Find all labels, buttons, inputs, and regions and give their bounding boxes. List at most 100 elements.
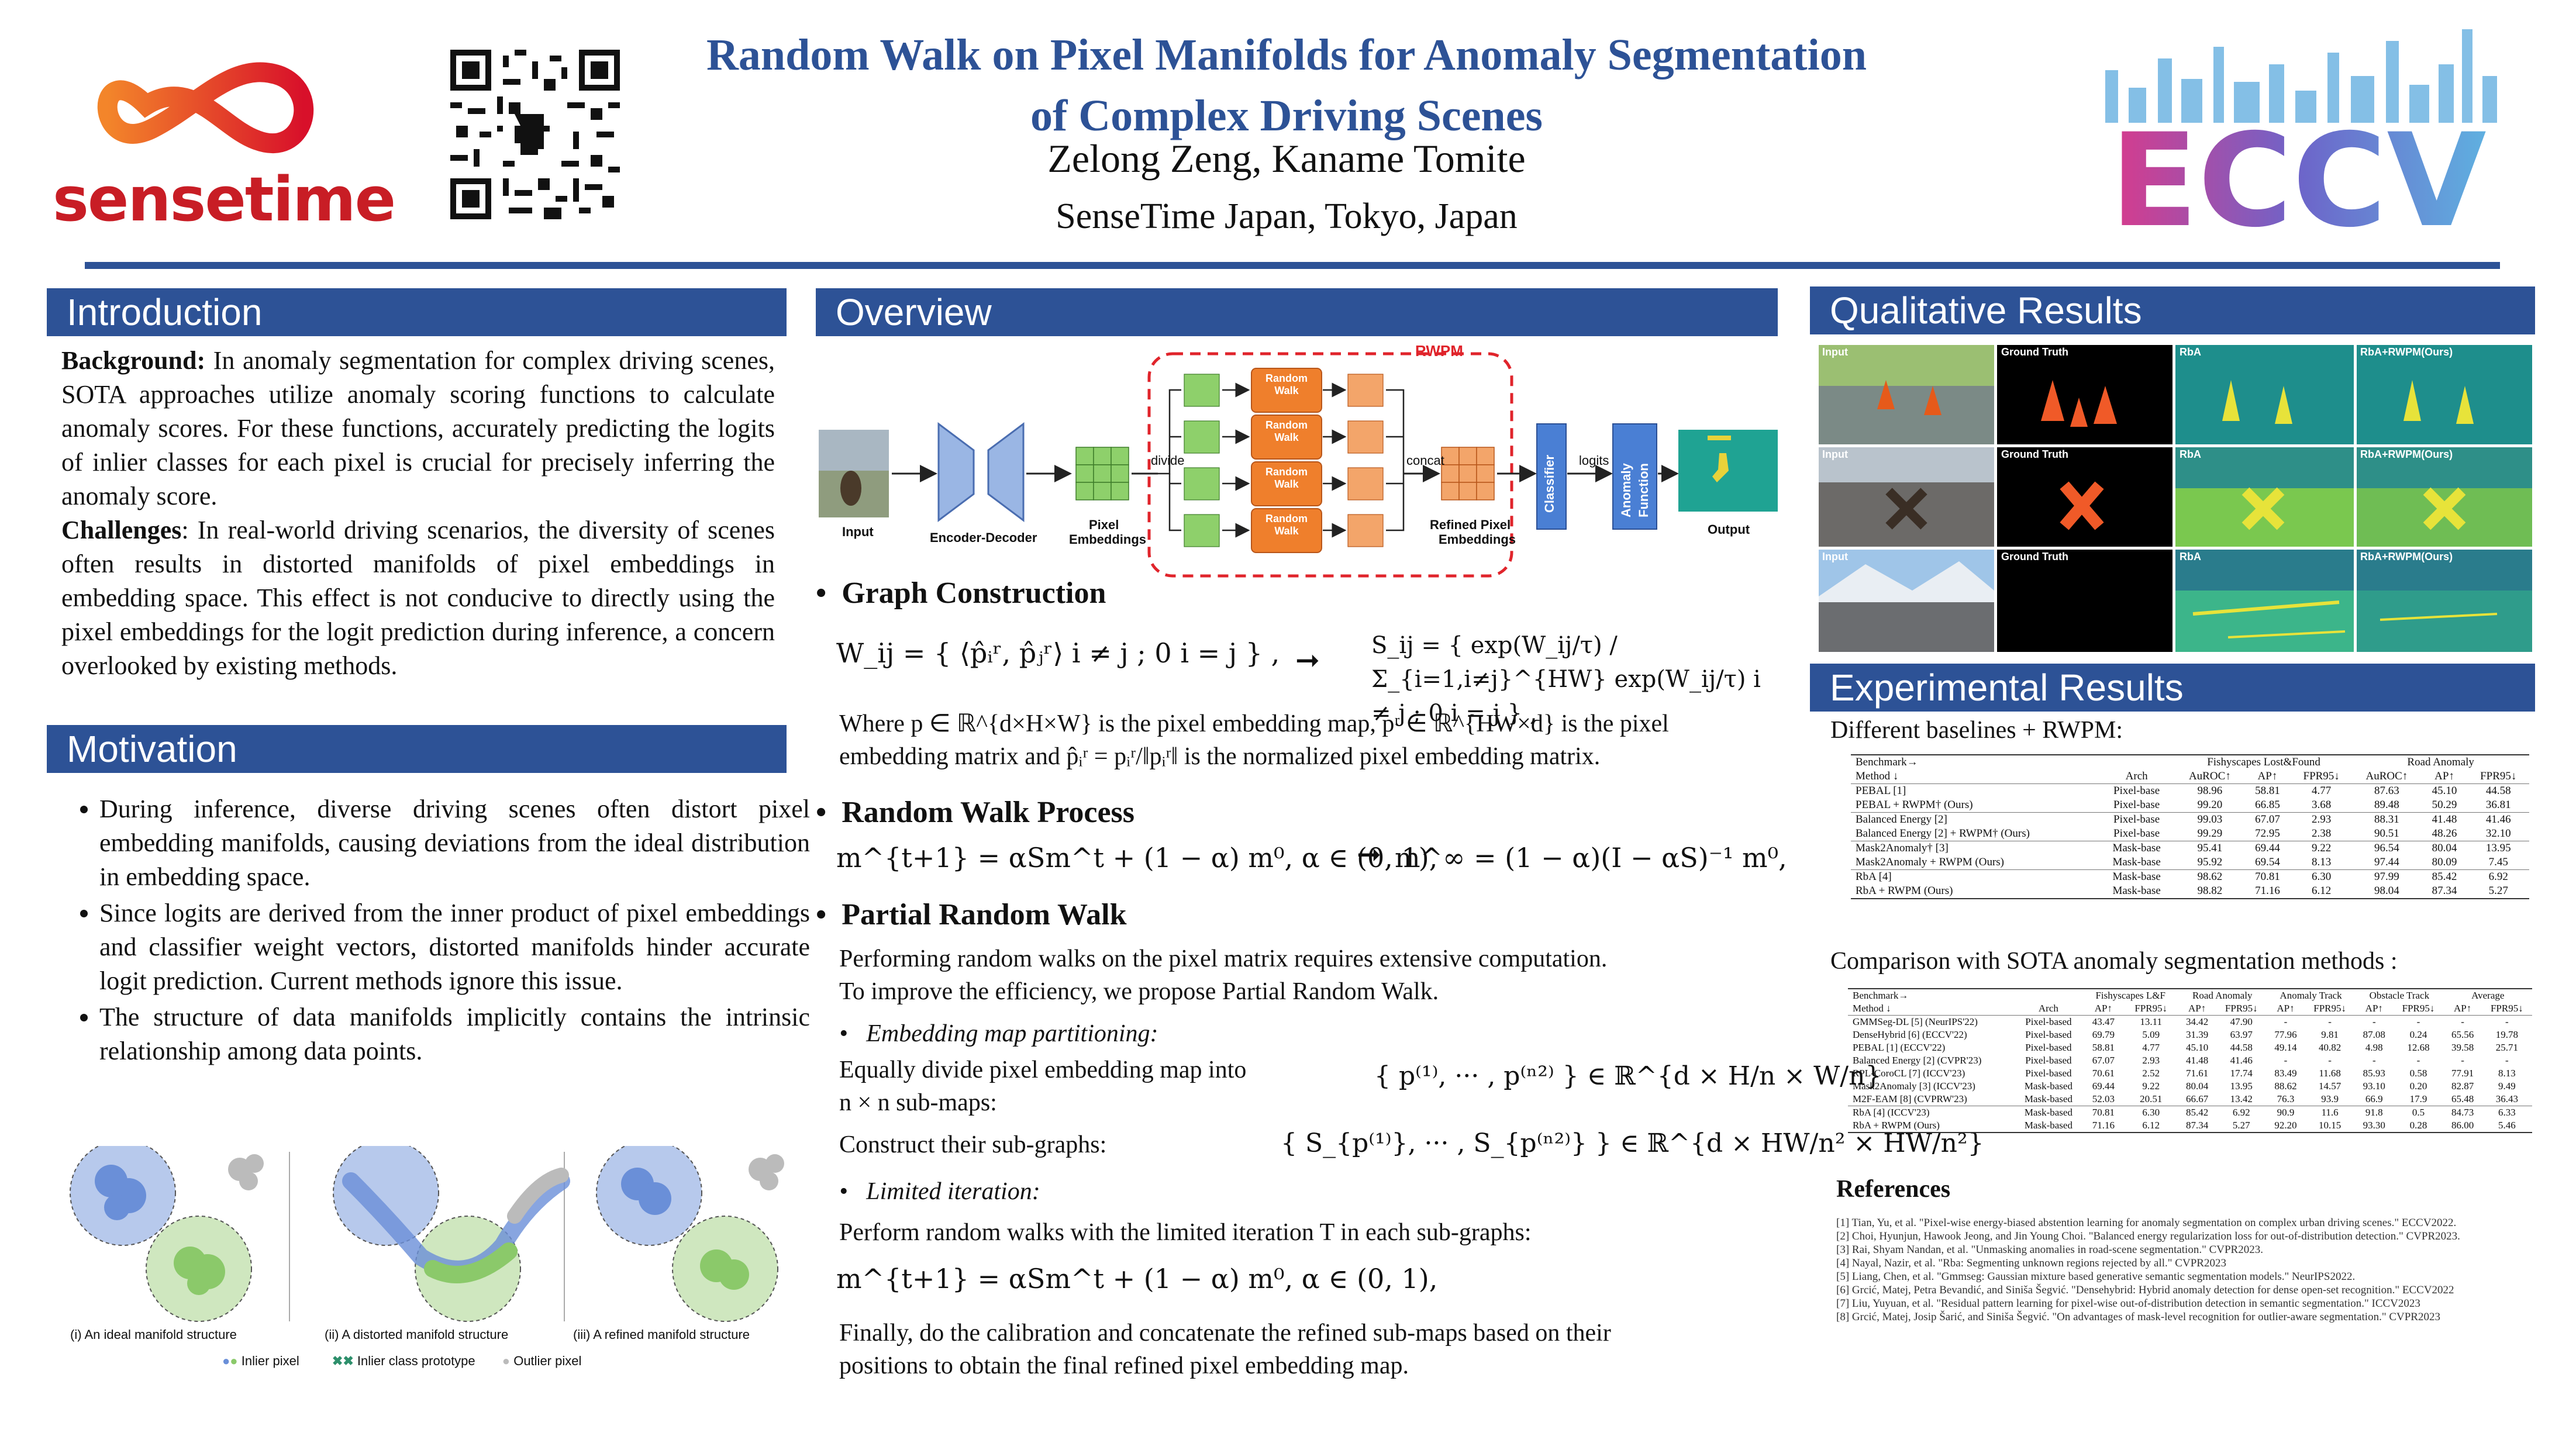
table-cell: 95.92 <box>2197 856 2223 868</box>
table-cell: 48.26 <box>2432 827 2457 840</box>
references-list: [1] Tian, Yu, et al. "Pixel-wise energy-… <box>1836 1216 2532 1324</box>
challenges-label: Challenges <box>61 516 182 544</box>
table-cell: 58.81 <box>2092 1042 2115 1053</box>
table-cell: RbA [4] (ICCV'23) <box>1848 1106 2014 1119</box>
table-cell: 34.42 <box>2178 1015 2216 1028</box>
col-rba-rwpm: RbA+RWPM(Ours) <box>2360 448 2453 460</box>
table-cell: 8.13 <box>2498 1068 2516 1079</box>
table-cell: 95.41 <box>2175 841 2244 855</box>
table-cell: 87.63 <box>2352 783 2422 798</box>
ideal-manifold <box>70 1140 264 1322</box>
table-cell: 45.10 <box>2421 783 2468 798</box>
table-cell: Pixel-base <box>2098 783 2175 798</box>
challenges-text: : In real-world driving scenarios, the d… <box>61 516 775 680</box>
table-cell: 98.82 <box>2175 884 2244 899</box>
table2-caption: Comparison with SOTA anomaly segmentatio… <box>1830 948 2398 975</box>
table-cell: 36.81 <box>2485 799 2511 811</box>
table-cell: 88.62 <box>2274 1080 2297 1092</box>
col-input: Input <box>1822 346 1848 358</box>
table-cell: Pixel-base <box>2113 799 2160 811</box>
table-cell: 47.90 <box>2216 1015 2267 1028</box>
table-cell: - <box>2355 1015 2394 1028</box>
reference-item: [3] Rai, Shyam Nandan, et al. "Unmasking… <box>1836 1244 2263 1256</box>
table-cell: 67.07 <box>2244 812 2291 827</box>
title-line-1: Random Walk on Pixel Manifolds for Anoma… <box>706 30 1867 80</box>
eq-w: W_ij = { ⟨p̂ᵢʳ, p̂ⱼʳ⟩ i ≠ j ; 0 i = j } … <box>836 637 1280 669</box>
qualitative-images <box>1819 345 2532 652</box>
rwpm-pipeline-svg <box>819 352 1778 578</box>
bullet-icon: • <box>839 1020 867 1047</box>
table-cell: 87.34 <box>2178 1119 2216 1133</box>
bullet-icon: • <box>816 576 842 610</box>
table-cell: 70.81 <box>2244 869 2291 884</box>
table-cell: Pixel-based <box>2025 1068 2072 1079</box>
table-cell: - <box>2443 1015 2482 1028</box>
motivation-heading: Motivation <box>47 725 787 773</box>
table-cell: 96.54 <box>2352 841 2422 855</box>
table-cell: 80.04 <box>2186 1080 2209 1092</box>
table-row: Balanced Energy [2] + RWPM† (Ours)Pixel-… <box>1851 827 2529 841</box>
table-cell: PEBAL [1] <box>1851 783 2098 798</box>
table-cell: RbA [4] <box>1851 869 2098 884</box>
bullet-icon: • <box>816 796 842 829</box>
table-cell: 5.09 <box>2142 1029 2160 1040</box>
bullet-icon: • <box>816 898 842 931</box>
table-cell: 9.22 <box>2142 1080 2160 1092</box>
table-cell: 9.49 <box>2498 1080 2516 1092</box>
label-refined-2: Embeddings <box>1439 532 1516 547</box>
table-cell: 92.20 <box>2266 1119 2305 1133</box>
table-cell: Mask2Anomaly + RWPM (Ours) <box>1856 856 2005 868</box>
label-classifier: Classifier <box>1542 454 1557 513</box>
table-cell: RbA + RWPM (Ours) <box>1851 884 2098 899</box>
eq-limited: m^{t+1} = αSm^t + (1 − α) m⁰, α ∈ (0, 1)… <box>836 1263 1438 1294</box>
table-cell: 91.8 <box>2355 1106 2394 1119</box>
table-cell: - <box>2305 1015 2356 1028</box>
table-cell: 25.71 <box>2495 1042 2518 1053</box>
table-cell: 84.73 <box>2443 1106 2482 1119</box>
table-cell: 44.58 <box>2230 1042 2253 1053</box>
table-cell: 2.52 <box>2142 1068 2160 1079</box>
table-cell: Mask-base <box>2112 856 2161 868</box>
col-ground-truth: Ground Truth <box>2001 346 2068 358</box>
table-cell: 44.58 <box>2467 783 2529 798</box>
pipeline-diagram: Input Encoder-Decoder Pixel Embeddings d… <box>819 342 1784 582</box>
table-cell: 41.48 <box>2186 1055 2209 1066</box>
table-cell: 0.24 <box>2409 1029 2427 1040</box>
label-rwpm: RWPM <box>1415 342 1463 360</box>
caption-distorted: (ii) A distorted manifold structure <box>325 1327 509 1342</box>
table-cell: 69.79 <box>2092 1029 2115 1040</box>
table-cell: 32.10 <box>2485 827 2511 840</box>
legend-outlier: Outlier pixel <box>513 1354 582 1368</box>
table-cell: 65.56 <box>2451 1029 2474 1040</box>
intro-heading: Introduction <box>47 288 787 336</box>
table-cell: 49.14 <box>2274 1042 2297 1053</box>
table-cell: 14.57 <box>2319 1080 2341 1092</box>
table-cell: Mask-base <box>2098 884 2175 899</box>
table-cell: 50.29 <box>2432 799 2457 811</box>
motivation-bullet: The structure of data manifolds implicit… <box>99 1000 810 1068</box>
table-cell: 41.46 <box>2467 812 2529 827</box>
table-cell: 99.29 <box>2197 827 2223 840</box>
table-cell: 13.42 <box>2230 1093 2253 1104</box>
distorted-manifold <box>333 1140 570 1322</box>
table-cell: Pixel-based <box>2013 1015 2083 1028</box>
motivation-list: During inference, diverse driving scenes… <box>58 792 810 1071</box>
table-cell: 8.13 <box>2312 856 2332 868</box>
reference-item: [5] Liang, Chen, et al. "Gmmseg: Gaussia… <box>1836 1271 2356 1283</box>
table-cell: 71.16 <box>2244 884 2291 899</box>
table-cell: 98.62 <box>2175 869 2244 884</box>
table-cell: M2F-EAM [8] (CVPRW'23) <box>1853 1093 1967 1104</box>
poster-title: Random Walk on Pixel Manifolds for Anoma… <box>614 25 1959 146</box>
col-ground-truth: Ground Truth <box>2001 448 2068 460</box>
table-cell: 31.39 <box>2186 1029 2209 1040</box>
graph-construction-title: • Graph Construction <box>816 576 1106 610</box>
eq-rw-2: m^∞ = (1 − α)(I − αS)⁻¹ m⁰, <box>1395 842 1787 874</box>
col-ground-truth: Ground Truth <box>2001 551 2068 562</box>
